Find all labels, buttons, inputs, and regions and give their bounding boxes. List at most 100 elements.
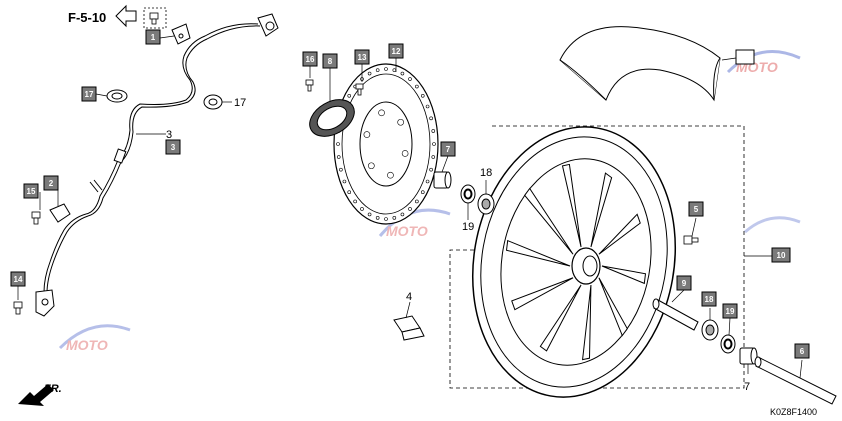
part-label-18-plain: 18 [480, 167, 492, 179]
part-label-17-box: 17 [81, 86, 97, 102]
front-direction-arrow-icon [18, 384, 54, 406]
disc-hole [425, 104, 430, 109]
part-label-3-box: 3 [165, 139, 181, 155]
disc-hole [384, 217, 388, 221]
part-label-7-box: 7 [440, 141, 456, 157]
disc-mount-hole [378, 109, 385, 117]
wire-clip-left [106, 89, 128, 103]
svg-text:1: 1 [151, 33, 156, 42]
reference-label: F-5-10 [68, 10, 106, 25]
part-label-19-plain: 19 [462, 221, 474, 233]
distance-collar-9 [652, 298, 699, 331]
disc-hole [420, 190, 425, 195]
side-collar-7 [739, 347, 758, 365]
svg-text:8: 8 [328, 57, 333, 66]
svg-text:9: 9 [682, 279, 687, 288]
disc-hole [336, 155, 341, 159]
diagram-code: K0Z8F1400 [770, 407, 817, 417]
part-label-19-box: 19 [722, 303, 738, 319]
disc-hole [431, 155, 436, 159]
bearing-18 [477, 193, 495, 215]
disc-hole [432, 142, 436, 146]
disc-bolt-16-icon [305, 79, 314, 92]
wheel-spoke [539, 284, 582, 352]
svg-text:12: 12 [392, 47, 401, 56]
svg-text:16: 16 [306, 55, 315, 64]
part-label-15: 15 [23, 183, 39, 199]
part-labels: 1 17 17 3 3 2 15 14 16 8 13 12 7 18 19 5… [10, 29, 810, 393]
disc-hole [392, 216, 397, 220]
wheel-spoke [561, 163, 582, 248]
svg-text:5: 5 [694, 205, 699, 214]
disc-hole [367, 71, 372, 76]
svg-text:15: 15 [27, 187, 36, 196]
part-label-4: 4 [406, 291, 412, 303]
disc-hole [420, 93, 425, 98]
part-label-9: 9 [676, 275, 692, 291]
leader-lines [17, 35, 803, 379]
disc-bolt-13-icon [355, 83, 364, 96]
part-label-13: 13 [354, 49, 370, 65]
disc-mount-hole [397, 118, 404, 126]
part-label-16: 16 [302, 51, 318, 67]
part-label-8: 8 [322, 53, 338, 69]
svg-text:3: 3 [171, 143, 176, 152]
disc-hole [429, 167, 433, 172]
watermark-right-middle [744, 216, 801, 234]
disc-mount-hole [368, 162, 375, 170]
svg-text:7: 7 [446, 145, 451, 154]
disc-hole [415, 84, 419, 89]
watermark-bottom-left: MOTO [58, 324, 131, 353]
disc-mount-hole [363, 131, 371, 138]
disc-hole [347, 190, 352, 195]
wheel-spoke [582, 284, 592, 361]
disc-hole [400, 71, 405, 76]
axle-bolt-5 [683, 235, 699, 245]
part-label-14: 14 [10, 271, 26, 287]
svg-text:18: 18 [705, 295, 714, 304]
disc-hole [342, 179, 347, 184]
front-direction-label: FR. [44, 383, 62, 395]
disc-hole [431, 129, 436, 133]
disc-mount-hole [401, 150, 409, 157]
disc-hole [367, 212, 372, 217]
abs-sensor-wire [35, 13, 279, 317]
disc-hole [375, 216, 380, 220]
reference-dashed-box [143, 7, 167, 29]
bolt-14-icon [13, 301, 23, 315]
disc-hole [339, 167, 343, 172]
svg-text:13: 13 [358, 53, 367, 62]
bearing-18-lower [701, 319, 719, 341]
part-label-7-plain: 7 [744, 381, 750, 393]
disc-hole [429, 116, 433, 121]
svg-text:MOTO: MOTO [66, 337, 108, 353]
balance-weight-4 [393, 315, 425, 341]
dust-seal-19-lower [720, 334, 736, 354]
part-label-fender-box [735, 49, 755, 65]
reference-bolt-icon [149, 12, 159, 25]
disc-mount-hole [387, 171, 394, 179]
disc-hole [375, 68, 380, 72]
wheel-spoke [524, 187, 574, 255]
dust-seal-19 [460, 184, 476, 204]
wheel-spoke [598, 213, 641, 255]
wheel-spoke [511, 277, 574, 311]
bolt-15-icon [31, 211, 41, 225]
disc-carrier-ring [309, 99, 355, 137]
front-fender [559, 26, 721, 102]
disc-hole [408, 207, 412, 211]
disc-hole [408, 77, 412, 81]
wheel-spoke [601, 265, 647, 285]
wire-clip-right [203, 94, 223, 110]
spacer-collar-7 [433, 171, 452, 189]
disc-hole [336, 142, 340, 146]
disc-hole [347, 93, 352, 98]
svg-text:10: 10 [777, 251, 786, 260]
disc-hole [415, 199, 419, 204]
part-label-17-plain: 17 [234, 97, 246, 109]
part-label-18-box: 18 [701, 291, 717, 307]
svg-text:2: 2 [49, 179, 54, 188]
disc-hole [353, 199, 357, 204]
front-axle-6 [754, 356, 837, 405]
